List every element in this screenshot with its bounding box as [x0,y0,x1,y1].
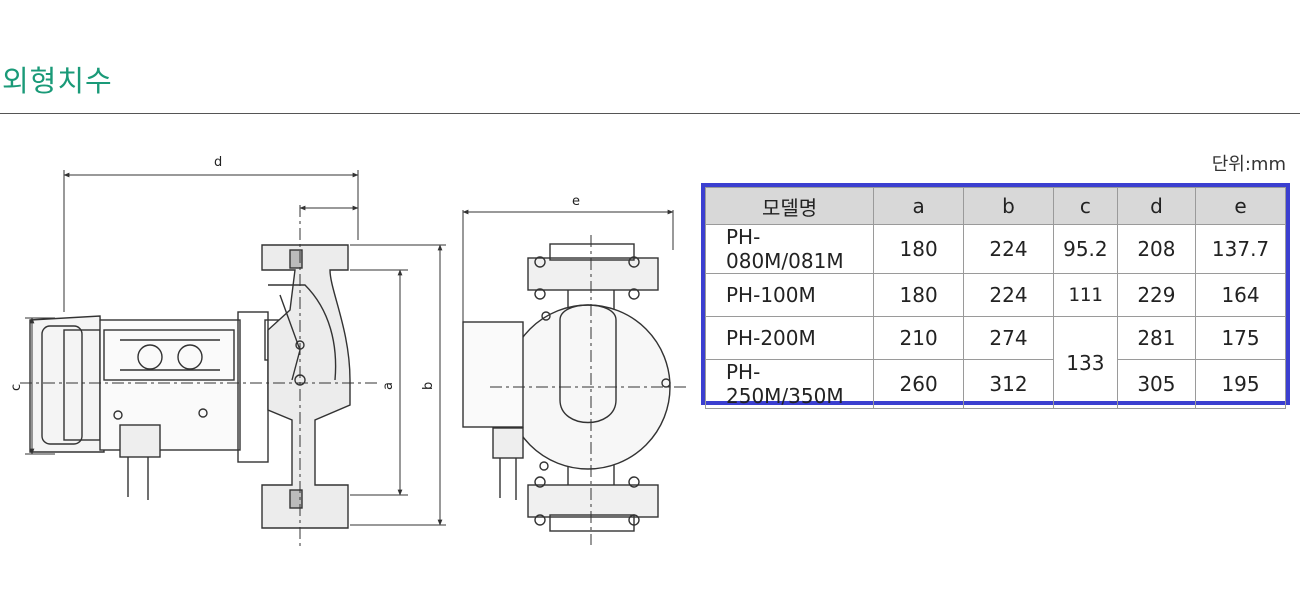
dimension-table: 모델명 a b c d e PH-080M/081M 180 224 95.2 … [704,187,1286,409]
cell-b: 312 [963,359,1054,409]
cell-model: PH-080M/081M [704,224,875,274]
dim-label-c: c [9,384,24,391]
header-c: c [1052,187,1118,225]
header-model: 모델명 [704,187,875,225]
cell-a: 180 [873,224,965,274]
cell-b: 224 [963,273,1054,317]
cell-e: 137.7 [1195,224,1286,274]
cell-a: 180 [873,273,965,317]
cell-a: 210 [873,316,965,360]
cell-b: 224 [963,224,1054,274]
cell-c-merged: 133 [1052,316,1118,409]
table-row: PH-080M/081M 180 224 95.2 208 137.7 [704,224,1286,274]
table-row: PH-200M 210 274 133 281 175 [704,316,1286,409]
cell-c: 111 [1052,273,1118,317]
cell-model: PH-100M [704,273,875,317]
cell-d: 281 [1116,316,1197,360]
cell-c: 95.2 [1052,224,1118,274]
dim-label-b: b [421,382,436,390]
unit-label: 단위:mm [1211,154,1286,175]
page-title: 외형치수 [2,64,113,98]
cell-model: PH-200M [704,316,875,360]
cell-e: 195 [1195,359,1286,409]
dim-label-a: a [381,382,396,390]
pump-dimension-drawing: d e c a b [9,155,690,548]
table-header-row: 모델명 a b c d e [704,187,1286,225]
title-divider [0,113,1300,114]
dim-label-e: e [572,194,580,209]
cell-e: 175 [1195,316,1286,360]
header-d: d [1116,187,1197,225]
cell-d: 208 [1116,224,1197,274]
table-row: PH-100M 180 224 111 229 164 [704,273,1286,317]
dim-label-d: d [214,155,222,170]
cell-a: 260 [873,359,965,409]
cell-d: 229 [1116,273,1197,317]
table-row: PH-250M/350M 260 312 305 195 [704,359,1286,409]
header-b: b [963,187,1054,225]
cell-d: 305 [1116,359,1197,409]
header-a: a [873,187,965,225]
cell-model: PH-250M/350M [704,359,875,409]
cell-e: 164 [1195,273,1286,317]
dimension-table-frame: 모델명 a b c d e PH-080M/081M 180 224 95.2 … [701,183,1290,409]
cell-b: 274 [963,316,1054,360]
header-e: e [1195,187,1286,225]
